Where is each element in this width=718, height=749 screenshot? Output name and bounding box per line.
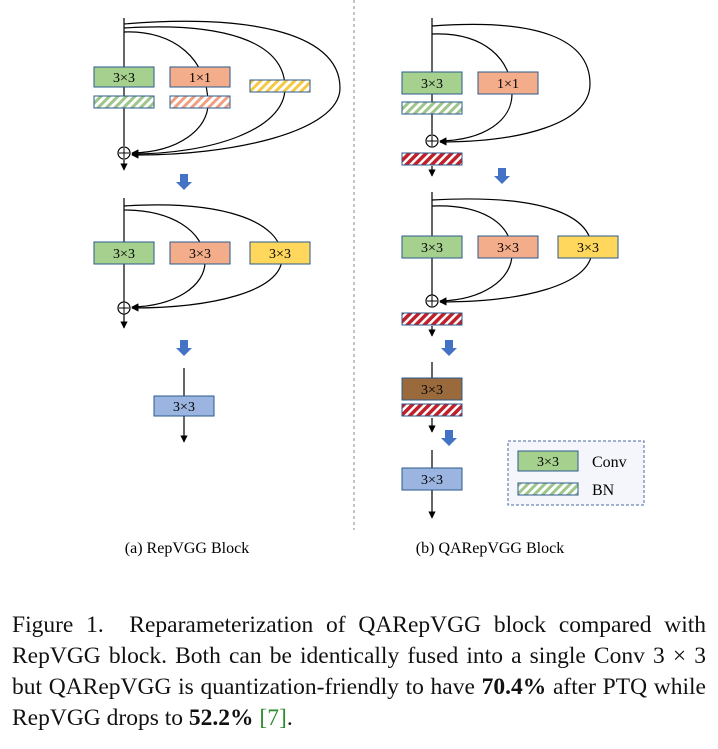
panel-b-stage3-conv-brown-label: 3×3: [421, 383, 443, 398]
panel-a-stage2-conv-green: [93, 241, 155, 265]
panel-a-add-node-1: [117, 146, 131, 160]
architecture-diagram: 3×3 1×1 3×3 3×3 3×3: [93, 0, 645, 557]
legend: 3×3 Conv BN: [507, 440, 645, 506]
figure-caption: Figure 1. Reparameterization of QARepVGG…: [12, 610, 706, 734]
panel-a-fused-conv-label: 3×3: [173, 400, 195, 415]
panel-a-stage2-conv-orange-label: 3×3: [189, 247, 211, 262]
panel-a-bn-green: [93, 95, 155, 109]
legend-conv-label: Conv: [592, 454, 627, 471]
legend-conv-swatch: [517, 450, 579, 472]
panel-a-fused-conv: [153, 395, 215, 417]
caption-text-1: Reparameterization of QARepVGG block com…: [12, 612, 707, 700]
panel-a-transform-arrow-1: [176, 174, 192, 190]
panel-b-stage1: [428, 18, 591, 177]
panel-a-conv3x3-label: 3×3: [113, 71, 135, 86]
caption-citation-link[interactable]: [7]: [259, 705, 287, 731]
panel-b-stage2-conv-yellow: [557, 235, 619, 259]
panel-b-add-node-1: [425, 134, 439, 148]
panel-a-bn-yellow: [249, 79, 311, 93]
panel-b-transform-arrow-2: [441, 340, 457, 356]
panel-b-fused-conv-label: 3×3: [421, 473, 443, 488]
panel-a-label: (a) RepVGG Block: [125, 540, 249, 557]
panel-a-bn-orange: [169, 95, 231, 109]
panel-b-bn-green: [401, 101, 463, 115]
panel-b-stage2-conv-orange: [477, 235, 539, 259]
caption-text-4: .: [286, 705, 293, 731]
caption-bold-qarepvgg-accuracy: 70.4%: [481, 674, 547, 700]
panel-b-label: (b) QARepVGG Block: [416, 540, 564, 557]
panel-b-stage2-conv-green: [401, 235, 463, 259]
legend-bn-label: BN: [592, 482, 615, 499]
panel-a-conv1x1: [169, 66, 231, 88]
panel-b-stage2-conv-orange-label: 3×3: [497, 241, 519, 256]
panel-b-conv3x3: [401, 71, 463, 95]
panel-a-stage2-conv-yellow-label: 3×3: [269, 247, 291, 262]
caption-bold-repvgg-accuracy: 52.2%: [188, 705, 254, 731]
panel-b-conv3x3-label: 3×3: [421, 77, 443, 92]
legend-bn-swatch: [517, 482, 579, 496]
panel-b-add-node-2: [425, 294, 439, 308]
panel-b-conv1x1-label: 1×1: [497, 77, 519, 92]
panel-b-post-bn-2: [401, 312, 463, 326]
panel-a-conv1x1-label: 1×1: [189, 71, 211, 86]
caption-text-2: after PTQ while RepVGG drops to: [12, 674, 706, 731]
panel-a-add-node-2: [117, 301, 131, 315]
panel-a-stage1: [120, 18, 341, 171]
panel-a-conv3x3: [93, 66, 155, 88]
caption-prefix: Figure 1.: [12, 612, 104, 638]
legend-conv-swatch-label: 3×3: [537, 455, 559, 470]
panel-b-transform-arrow-3: [441, 430, 457, 446]
panel-a-stage2-conv-orange: [169, 241, 231, 265]
panel-b-post-bn-1: [401, 152, 463, 166]
panel-b-stage2-conv-yellow-label: 3×3: [577, 241, 599, 256]
panel-b-transform-arrow-1: [494, 168, 510, 184]
panel-b: 3×3 1×1 3×3 3×3 3×3: [401, 18, 645, 557]
panel-b-stage2-conv-green-label: 3×3: [421, 241, 443, 256]
panel-b-fused-conv: [401, 467, 463, 491]
panel-a-stage2-conv-yellow: [249, 241, 311, 265]
panel-b-stage3-conv-brown: [401, 377, 463, 401]
panel-a: 3×3 1×1 3×3 3×3 3×3: [93, 18, 341, 557]
panel-b-stage3-bn: [401, 403, 463, 417]
panel-a-transform-arrow-2: [176, 340, 192, 356]
panel-a-stage2-conv-green-label: 3×3: [113, 247, 135, 262]
panel-b-conv1x1: [477, 71, 539, 95]
